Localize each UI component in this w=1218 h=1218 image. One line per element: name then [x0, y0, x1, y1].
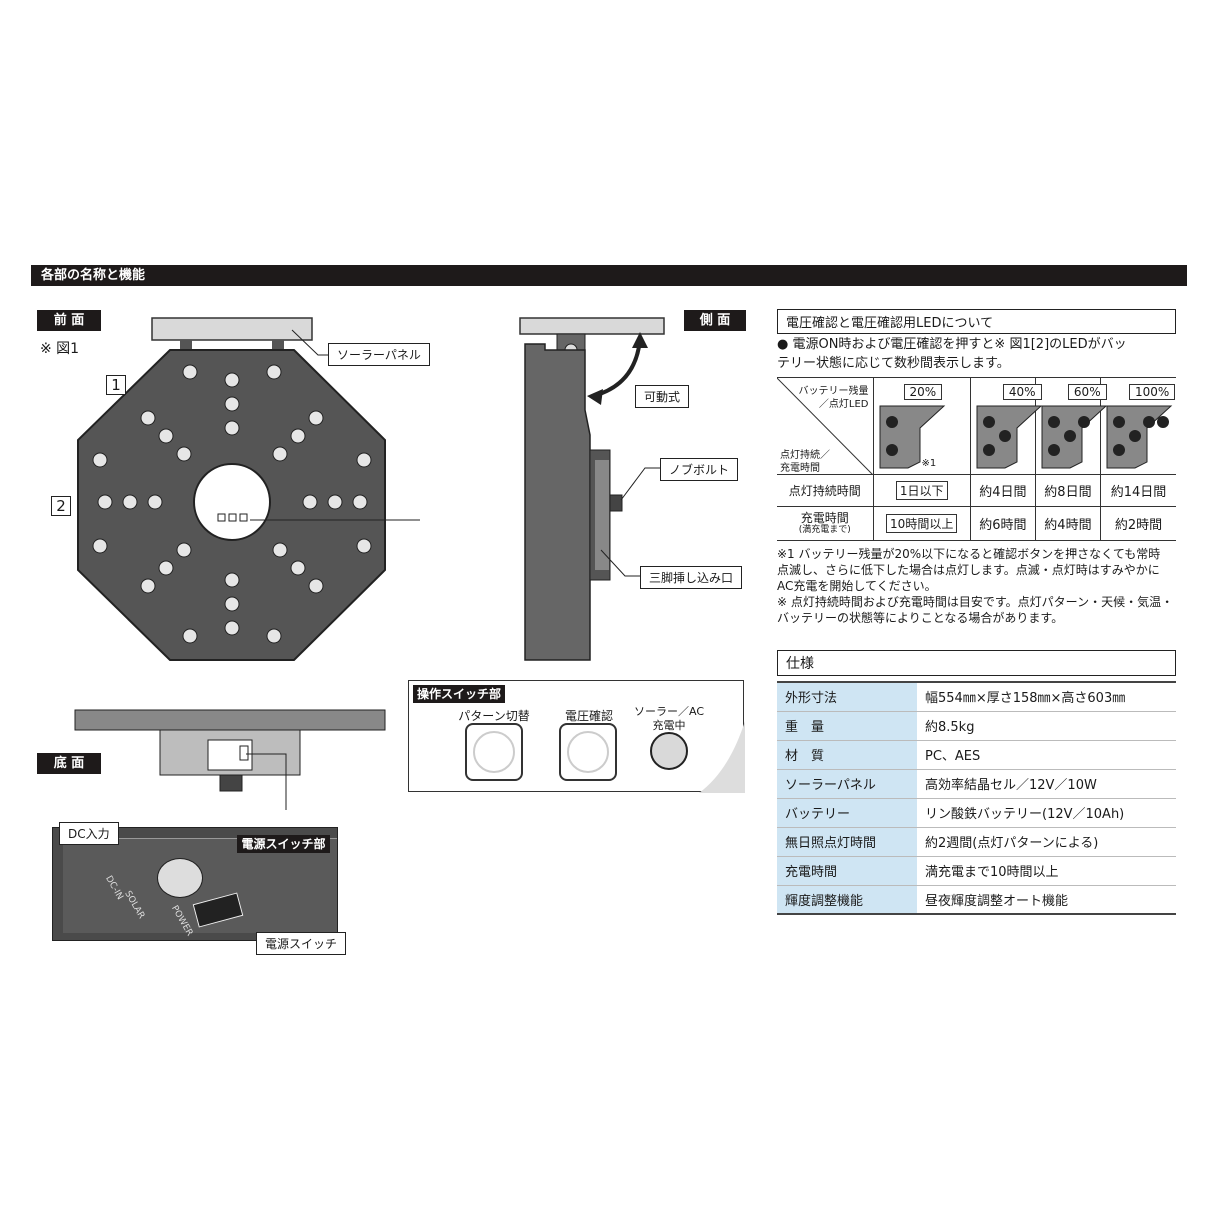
spec-value: 昼夜輝度調整オート機能: [917, 885, 1176, 915]
front-tag: 前 面: [37, 310, 101, 331]
spec-row: 外形寸法幅554㎜×厚さ158㎜×高さ603㎜: [777, 681, 1176, 712]
battery-table: バッテリー残量 ／点灯LED 点灯持続／ 充電時間 20% ※1 40% 60%: [777, 377, 1176, 541]
spec-key: 充電時間: [777, 856, 917, 886]
pattern-button-ring: [473, 731, 515, 773]
spec-key: 外形寸法: [777, 681, 917, 712]
bottom-view-drawing: [74, 709, 386, 810]
spec-row: 重 量約8.5kg: [777, 711, 1176, 741]
spec-value: 幅554㎜×厚さ158㎜×高さ603㎜: [917, 681, 1176, 712]
charging-label-1: ソーラー／AC: [633, 705, 704, 718]
voltage-info-title: 電圧確認と電圧確認用LEDについて: [777, 309, 1176, 334]
note1-line1: ※1 バッテリー残量が20%以下になると確認ボタンを押さなくても常時: [777, 547, 1161, 561]
power-switch-callout: 電源スイッチ: [256, 932, 347, 955]
level-cell-40: 40%: [969, 377, 1043, 475]
row-duration-label: 点灯持続時間: [777, 474, 874, 507]
row-charge-cell: 充電時間 (満充電まで): [777, 506, 874, 541]
duration-20: 1日以下: [895, 481, 948, 500]
duration-100: 約14日間: [1099, 474, 1176, 507]
spec-value: 満充電まで10時間以上: [917, 856, 1176, 886]
switch-panel: 操作スイッチ部 パターン切替 電圧確認 ソーラー／AC 充電中: [408, 680, 745, 793]
voltage-check-button[interactable]: [559, 723, 617, 781]
switch-panel-title: 操作スイッチ部: [413, 685, 505, 703]
spec-value: PC、AES: [917, 740, 1176, 770]
spec-value: 高効率結晶セル／12V／10W: [917, 769, 1176, 799]
solar-panel-callout: ソーラーパネル: [328, 343, 430, 366]
side-view-drawing: [519, 317, 665, 661]
level-cell-20: 20% ※1: [872, 377, 971, 475]
figure-ref: ※ 図1: [40, 341, 80, 357]
spec-key: 輝度調整機能: [777, 885, 917, 915]
spec-key: バッテリー: [777, 798, 917, 828]
power-switch-area-tag: 電源スイッチ部: [237, 835, 330, 853]
charge-20: 10時間以上: [886, 514, 958, 533]
voltage-intro-line2: テリー状態に応じて数秒間表示します。: [777, 356, 1010, 371]
level-pct-60: 60%: [1067, 384, 1107, 400]
section-title: 各部の名称と機能: [31, 265, 1187, 286]
spec-row: 輝度調整機能昼夜輝度調整オート機能: [777, 885, 1176, 915]
duration-60: 約8日間: [1034, 474, 1101, 507]
row-charge-label: 充電時間: [800, 510, 849, 525]
header-bottom-1: 点灯持続／: [780, 450, 830, 461]
led-ref-2: 2: [51, 496, 71, 516]
spec-row: 無日照点灯時間約2週間(点灯パターンによる): [777, 827, 1176, 857]
charge-40: 約6時間: [969, 506, 1036, 541]
note1-line3: AC充電を開始してください。: [777, 579, 937, 593]
level-pct-40: 40%: [1002, 384, 1042, 400]
movable-callout: 可動式: [635, 385, 690, 408]
front-view-drawing: [77, 317, 420, 661]
voltage-intro-line1: ● 電源ON時および電圧確認を押すと※ 図1[2]のLEDがバッ: [777, 337, 1127, 352]
charge-20-cell: 10時間以上: [872, 506, 971, 541]
level-cell-60: 60%: [1034, 377, 1108, 475]
tripod-mount-callout: 三脚挿し込み口: [640, 566, 743, 589]
spec-key: 重 量: [777, 711, 917, 741]
led-ref-1: 1: [106, 375, 126, 395]
dc-input-callout: DC入力: [59, 822, 119, 845]
charging-label-2: 充電中: [652, 719, 686, 732]
spec-value: 約2週間(点灯パターンによる): [917, 827, 1176, 857]
spec-row: 充電時間満充電まで10時間以上: [777, 856, 1176, 886]
charge-100: 約2時間: [1099, 506, 1176, 541]
note2-line1: ※ 点灯持続時間および充電時間は目安です。点灯パターン・天候・気温・: [777, 595, 1174, 609]
battery-note-mark: ※1: [921, 458, 937, 469]
battery-header-cell: バッテリー残量 ／点灯LED 点灯持続／ 充電時間: [777, 377, 874, 475]
spec-key: ソーラーパネル: [777, 769, 917, 799]
pattern-label: パターン切替: [458, 709, 530, 723]
dc-input-port: [157, 858, 203, 898]
level-pct-20: 20%: [903, 384, 943, 400]
side-tag: 側 面: [684, 310, 746, 331]
header-top-1: バッテリー残量: [798, 386, 869, 397]
center-hub: [193, 463, 271, 541]
power-switch-zoom: DC-IN SOLAR POWER: [52, 827, 338, 941]
voltage-label: 電圧確認: [564, 709, 613, 723]
pattern-switch-button[interactable]: [465, 723, 523, 781]
header-top-2: ／点灯LED: [818, 399, 869, 410]
header-bottom-2: 充電時間: [780, 463, 820, 474]
spec-row: バッテリーリン酸鉄バッテリー(12V／10Ah): [777, 798, 1176, 828]
level-cell-100: 100%: [1099, 377, 1176, 475]
spec-key: 材 質: [777, 740, 917, 770]
spec-value: リン酸鉄バッテリー(12V／10Ah): [917, 798, 1176, 828]
spec-key: 無日照点灯時間: [777, 827, 917, 857]
spec-value: 約8.5kg: [917, 711, 1176, 741]
charging-indicator-led: [650, 732, 688, 770]
knob-bolt-callout: ノブボルト: [660, 458, 739, 481]
voltage-button-ring: [567, 731, 609, 773]
row-charge-sub: (満充電まで): [798, 524, 851, 535]
solar-panel: [151, 317, 313, 341]
note2-line2: バッテリーの状態等によりことなる場合があります。: [777, 611, 1064, 625]
charge-60: 約4時間: [1034, 506, 1101, 541]
level-pct-100: 100%: [1128, 384, 1176, 400]
spec-row: ソーラーパネル高効率結晶セル／12V／10W: [777, 769, 1176, 799]
duration-20-cell: 1日以下: [872, 474, 971, 507]
panel-corner-shape: [699, 721, 745, 793]
battery-notes: ※1 バッテリー残量が20%以下になると確認ボタンを押さなくても常時 点滅し、さ…: [777, 546, 1187, 626]
bottom-tag: 底 面: [37, 753, 101, 774]
specs-title: 仕様: [777, 650, 1176, 676]
note1-line2: 点滅し、さらに低下した場合は点灯します。点滅・点灯時はすみやかに: [777, 563, 1160, 577]
duration-40: 約4日間: [969, 474, 1036, 507]
